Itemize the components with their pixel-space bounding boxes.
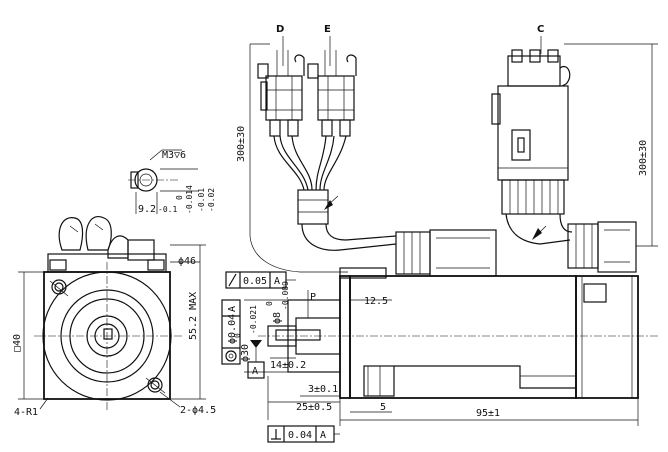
dim-125: 12.5 <box>364 296 388 307</box>
dim-92: 9.2 <box>138 204 156 215</box>
connector-d <box>257 50 305 137</box>
label-connector-d: D <box>276 24 284 35</box>
flatness-value: 0.05 <box>243 276 267 287</box>
side-view: 12.5 P 14±0.2 3±0.1 25±0.5 5 95±1 ϕ30 0 … <box>233 267 660 426</box>
gdt-perpendicularity: 0.04 A <box>267 425 340 443</box>
svg-text:0: 0 <box>175 195 184 200</box>
dim-14: 14±0.2 <box>270 360 306 371</box>
shaft-detail: M3▽6 9.2 -0.1 0 -0.014 -0.01 -0.02 <box>128 149 216 215</box>
shaft-key <box>103 328 113 340</box>
label-connector-e: E <box>324 24 331 35</box>
dim-552: 55.2 MAX <box>188 292 199 340</box>
dim-thread: M3▽6 <box>162 150 186 161</box>
front-view: ϕ46 □40 4-R1 2-ϕ4.5 55.2 MAX <box>12 216 216 418</box>
svg-text:0: 0 <box>233 333 242 338</box>
flatness-ref: A <box>274 276 280 287</box>
gland-left <box>395 231 431 275</box>
label-connector-c: C <box>537 24 544 35</box>
mount-hole-tl <box>51 279 67 295</box>
datum-a: A <box>247 340 265 379</box>
svg-text:-0.014: -0.014 <box>185 185 194 214</box>
svg-text:-0.02: -0.02 <box>207 188 216 212</box>
dim-phi8: ϕ8 <box>272 312 283 324</box>
svg-text:-0.021: -0.021 <box>249 305 258 334</box>
dim-cable-left: 300±30 <box>236 126 247 162</box>
label-p: P <box>310 292 316 303</box>
dim-phi30: ϕ30 <box>240 344 251 362</box>
dim-95: 95±1 <box>476 408 500 419</box>
dim-25: 25±0.5 <box>296 402 332 413</box>
dim-r1: 4-R1 <box>14 407 38 418</box>
dim-holes: 2-ϕ4.5 <box>180 405 216 416</box>
motor-body <box>349 275 577 399</box>
perp-ref: A <box>320 430 326 441</box>
gland-right <box>567 223 599 269</box>
encoder-housing <box>575 275 639 399</box>
svg-text:-0.1: -0.1 <box>158 205 177 214</box>
cable-boot-mid <box>85 216 112 251</box>
svg-text:-0.009: -0.009 <box>281 281 290 310</box>
svg-text:0: 0 <box>265 301 274 306</box>
gdt-flatness: 0.05 A <box>225 271 296 289</box>
gdt-runout: ϕ0.04 A <box>221 299 241 365</box>
dim-3: 3±0.1 <box>308 384 338 395</box>
connector-e <box>307 50 357 137</box>
runout-value: ϕ0.04 <box>227 314 238 344</box>
dim-cable-right: 300±30 <box>638 140 649 176</box>
svg-text:-0.01: -0.01 <box>197 188 206 212</box>
dim-5: 5 <box>380 402 386 413</box>
flange-plate <box>339 275 351 399</box>
cable-section: D E C <box>236 24 658 277</box>
runout-ref: A <box>227 306 238 312</box>
perp-value: 0.04 <box>288 430 312 441</box>
cable-boot-left <box>58 217 84 251</box>
top-housing <box>47 253 167 273</box>
cable-sleeve-de <box>297 189 329 225</box>
dim-sq40: □40 <box>12 334 23 352</box>
connector-c <box>491 49 573 245</box>
svg-text:A: A <box>252 366 258 377</box>
mount-hole-br <box>147 377 163 393</box>
dim-phi46: ϕ46 <box>178 256 196 267</box>
